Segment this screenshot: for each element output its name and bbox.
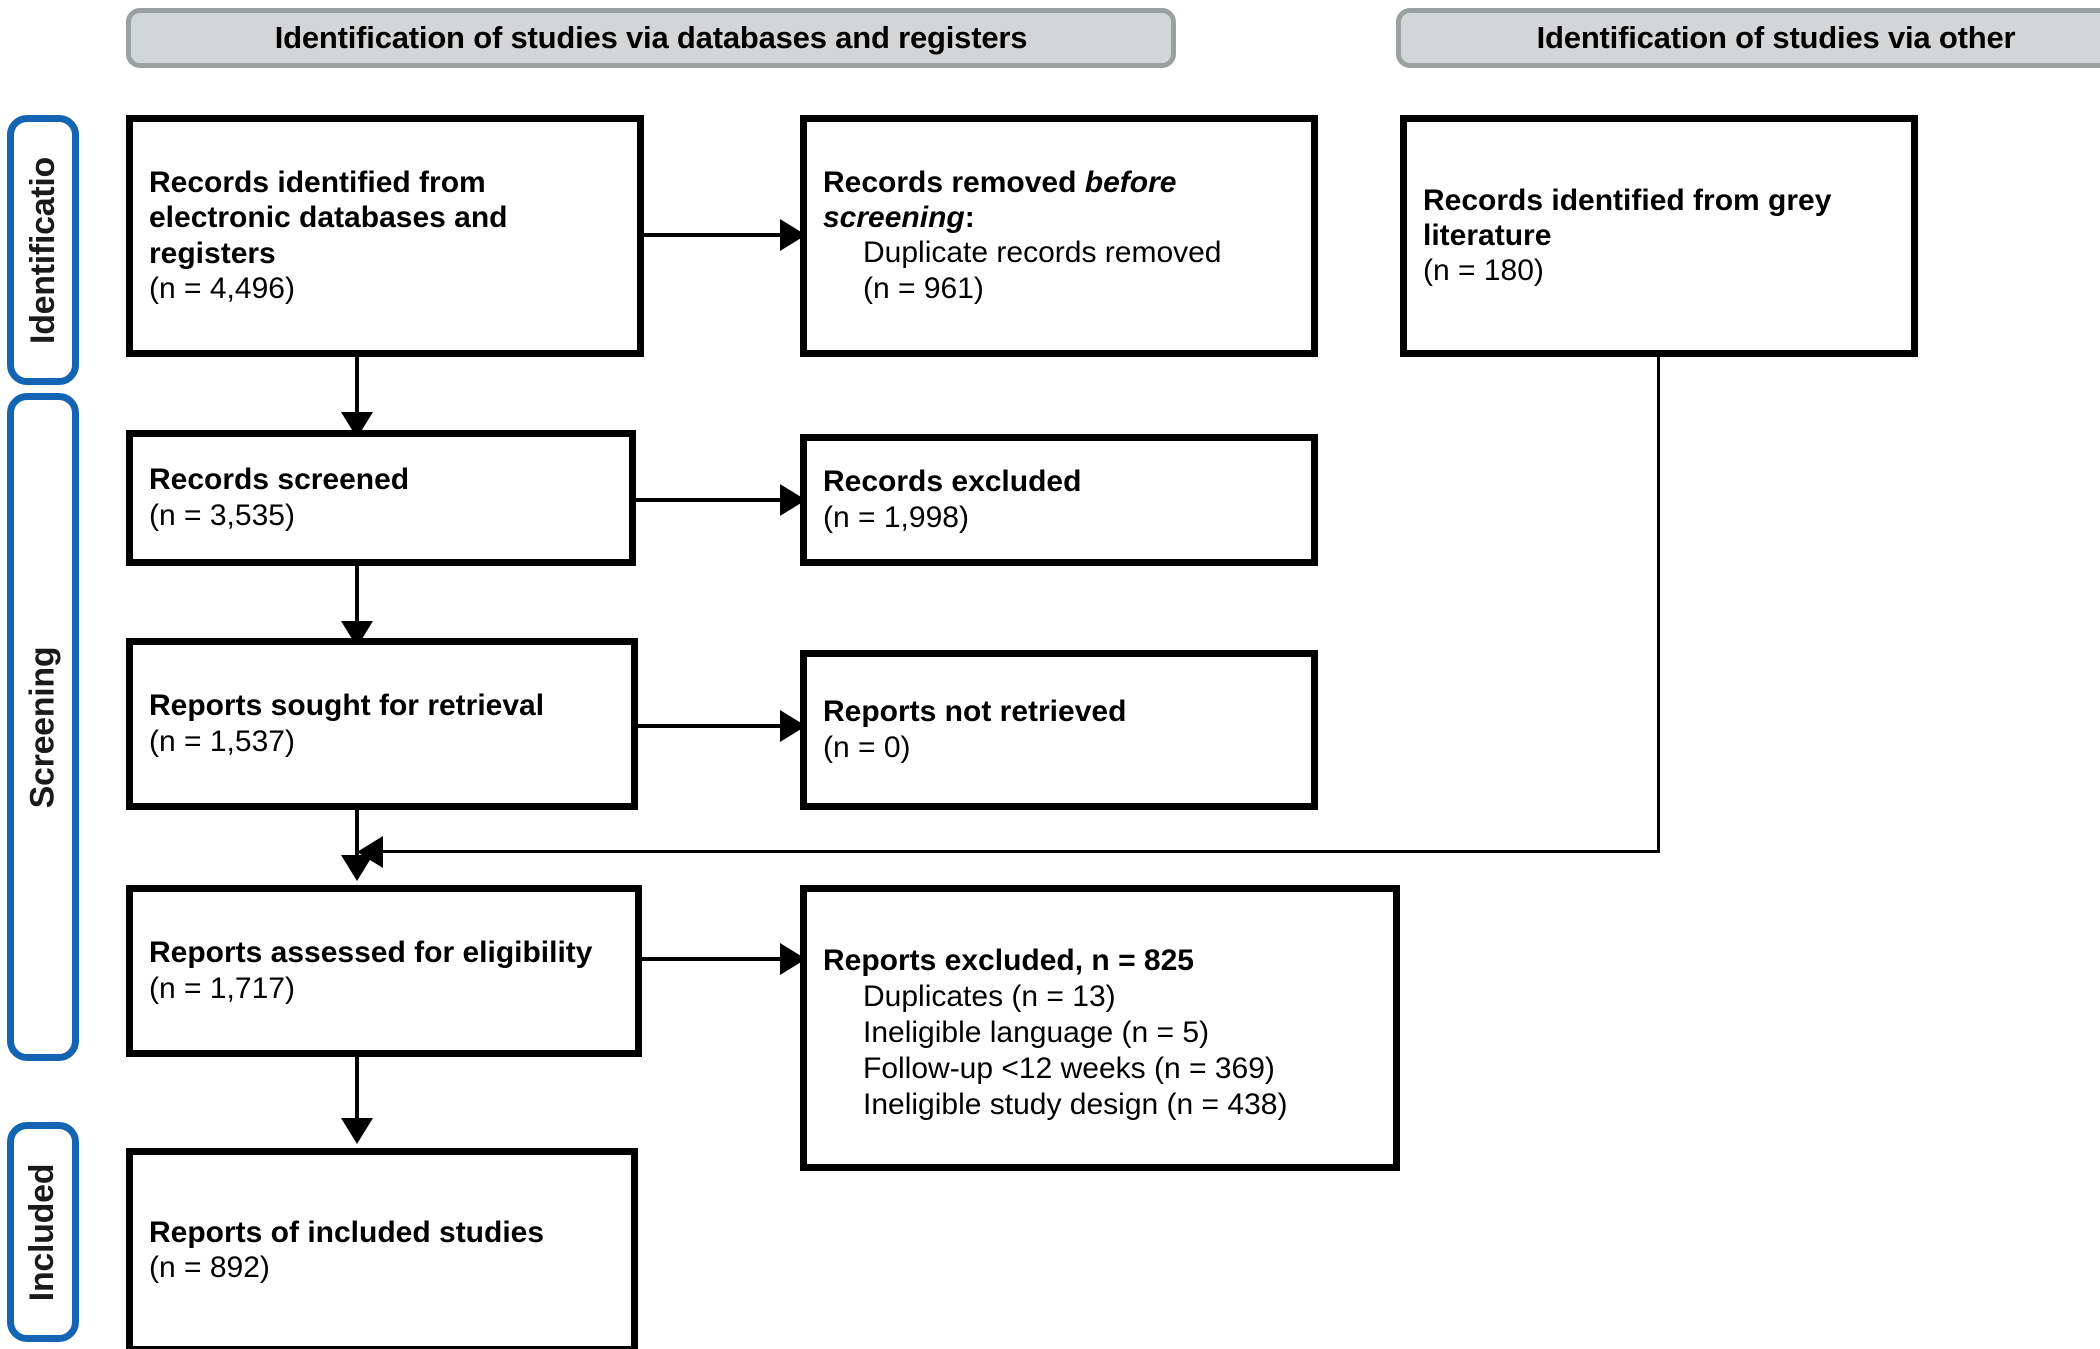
box-reports-excluded-reason: Duplicates (n = 13) <box>863 979 1116 1013</box>
box-records-screened-count: (n = 3,535) <box>149 498 295 532</box>
stage-rail-identification-label: Identificatio <box>23 156 62 344</box>
box-reports-not-retrieved-count: (n = 0) <box>823 730 911 764</box>
box-records-removed-title: Records removed before screening: <box>823 165 1295 236</box>
box-reports-excluded-reason: Ineligible study design (n = 438) <box>863 1087 1288 1121</box>
banner-other-sources: Identification of studies via other <box>1396 8 2100 68</box>
connector-identified-to-screened <box>355 357 359 421</box>
box-reports-excluded: Reports excluded, n = 825 Duplicates (n … <box>800 885 1400 1171</box>
box-reports-excluded-reason: Ineligible language (n = 5) <box>863 1015 1210 1049</box>
connector-identified-to-removed <box>644 233 794 237</box>
banner-databases-label: Identification of studies via databases … <box>274 20 1028 55</box>
box-reports-excluded-title: Reports excluded, n = 825 <box>823 944 1194 978</box>
box-reports-included-title: Reports of included studies <box>149 1215 545 1249</box>
box-reports-not-retrieved: Reports not retrieved (n = 0) <box>800 650 1318 810</box>
box-records-excluded: Records excluded (n = 1,998) <box>800 434 1318 566</box>
box-records-excluded-title: Records excluded <box>823 465 1082 499</box>
box-records-removed-title-italic: before screening <box>823 165 1177 234</box>
box-reports-excluded-reason: Follow-up <12 weeks (n = 369) <box>863 1051 1275 1085</box>
box-records-removed-title-part1: Records removed <box>823 165 1085 199</box>
box-reports-sought-count: (n = 1,537) <box>149 724 295 758</box>
box-grey-literature-title: Records identified from grey literature <box>1423 183 1832 252</box>
connector-sought-to-not-retrieved <box>638 724 792 728</box>
box-reports-included: Reports of included studies (n = 892) <box>126 1148 638 1349</box>
connector-sought-to-assessed <box>355 810 359 872</box>
box-records-removed-title-colon: : <box>964 201 975 234</box>
stage-rail-identification: Identificatio <box>7 115 79 385</box>
box-records-screened: Records screened (n = 3,535) <box>126 430 636 566</box>
stage-rail-screening-label: Screening <box>23 646 62 808</box>
box-records-identified-title: Records identified from electronic datab… <box>149 165 508 270</box>
box-reports-not-retrieved-title: Reports not retrieved <box>823 695 1127 729</box>
box-records-screened-title: Records screened <box>149 463 410 497</box>
box-records-removed-sub: Duplicate records removed <box>863 236 1222 270</box>
box-records-identified: Records identified from electronic datab… <box>126 115 644 357</box>
box-records-removed: Records removed before screening: Duplic… <box>800 115 1318 357</box>
connector-grey-literature-vertical <box>1657 357 1660 852</box>
box-grey-literature: Records identified from grey literature … <box>1400 115 1918 357</box>
arrow-assessed-to-included-head <box>341 1118 373 1144</box>
box-reports-sought: Reports sought for retrieval (n = 1,537) <box>126 638 638 810</box>
box-reports-sought-title: Reports sought for retrieval <box>149 689 545 723</box>
box-records-identified-count: (n = 4,496) <box>149 272 295 306</box>
box-reports-included-count: (n = 892) <box>149 1251 270 1285</box>
connector-screened-to-sought <box>355 566 359 630</box>
stage-rail-included: Included <box>7 1122 79 1342</box>
connector-screened-to-excluded <box>636 498 792 502</box>
connector-assessed-to-included <box>355 1057 359 1127</box>
stage-rail-screening: Screening <box>7 393 79 1061</box>
arrow-sought-to-assessed-head <box>341 855 373 881</box>
banner-databases-and-registers: Identification of studies via databases … <box>126 8 1176 68</box>
box-records-removed-count: (n = 961) <box>863 272 984 306</box>
box-reports-assessed-count: (n = 1,717) <box>149 971 295 1005</box>
banner-other-label: Identification of studies via other <box>1536 20 2016 55</box>
box-reports-assessed: Reports assessed for eligibility (n = 1,… <box>126 885 642 1057</box>
stage-rail-included-label: Included <box>23 1163 62 1301</box>
connector-grey-literature-horizontal <box>383 850 1660 853</box>
box-records-excluded-count: (n = 1,998) <box>823 500 969 534</box>
connector-assessed-to-excluded <box>642 957 794 961</box>
box-grey-literature-count: (n = 180) <box>1423 254 1544 288</box>
box-reports-assessed-title: Reports assessed for eligibility <box>149 936 593 970</box>
